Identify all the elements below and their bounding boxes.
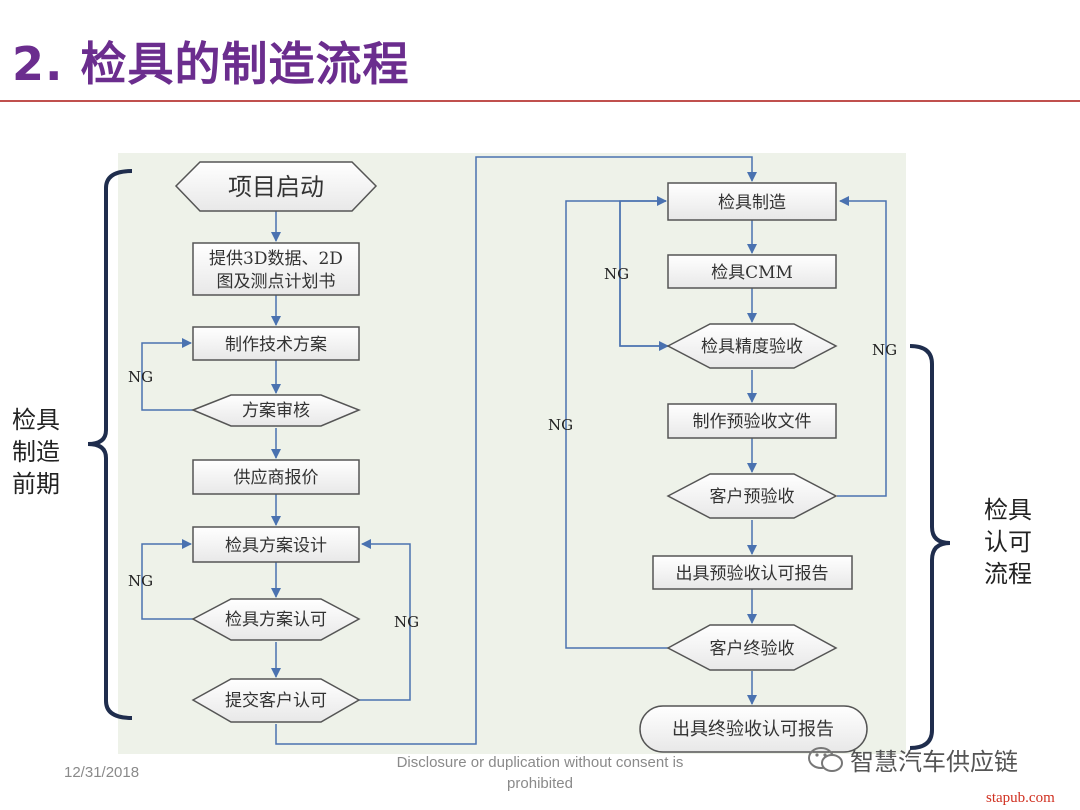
watermark-text: 智慧汽车供应链 <box>850 748 1018 776</box>
left-side-label-line-2: 制造 <box>12 438 60 466</box>
cmm-box <box>667 254 837 289</box>
final-report-label: 出具终验收认可报告 <box>672 719 834 740</box>
right-side-label-line-2: 认可 <box>984 528 1032 556</box>
left-side-label-line-3: 前期 <box>12 470 60 498</box>
right-side-label: 检具 认可 流程 <box>984 494 1044 590</box>
ng-label-customer-pre: NG <box>872 341 897 359</box>
customer-final-decision <box>666 624 838 671</box>
submit-customer-label: 提交客户认可 <box>225 691 327 711</box>
design-approval-decision <box>191 598 361 641</box>
supplier-quote-box <box>192 459 360 495</box>
customer-final-label: 客户终验收 <box>710 639 795 659</box>
title-divider <box>0 100 1080 102</box>
customer-pre-decision <box>666 473 838 519</box>
ng-label-accuracy: NG <box>604 265 629 283</box>
pre-doc-box <box>667 403 837 439</box>
cmm-label: 检具CMM <box>711 263 793 283</box>
right-side-label-line-3: 流程 <box>984 560 1032 588</box>
left-side-label: 检具 制造 前期 <box>12 404 72 500</box>
submit-customer-decision <box>191 678 361 723</box>
pre-report-label: 出具预验收认可报告 <box>676 564 829 584</box>
plan-review-decision <box>191 394 361 427</box>
pre-report-box <box>652 555 853 590</box>
supplier-quote-label: 供应商报价 <box>234 468 319 488</box>
ng-label-design-approval: NG <box>128 572 153 590</box>
wechat-icon <box>808 746 843 772</box>
plan-review-label: 方案审核 <box>242 401 310 421</box>
provide-data-box <box>192 242 360 296</box>
page-title: 2. 检具的制造流程 <box>12 37 410 91</box>
customer-pre-label: 客户预验收 <box>710 487 795 507</box>
right-bracket <box>909 344 951 750</box>
start-label: 项目启动 <box>228 173 324 201</box>
right-side-label-line-1: 检具 <box>984 496 1032 524</box>
accuracy-check-label: 检具精度验收 <box>701 337 803 357</box>
manufacture-label: 检具制造 <box>718 193 786 213</box>
provide-data-label-1: 提供3D数据、2D <box>209 249 343 269</box>
final-report-box <box>639 705 868 753</box>
tech-plan-label: 制作技术方案 <box>225 335 327 355</box>
site-stamp: stapub.com <box>986 790 1055 806</box>
start-node <box>174 161 378 212</box>
ng-label-submit-customer: NG <box>394 613 419 631</box>
footer-disclaimer: Disclosure or duplication without consen… <box>396 754 684 792</box>
accuracy-check-decision <box>666 323 838 369</box>
ng-label-customer-final: NG <box>548 416 573 434</box>
design-approval-label: 检具方案认可 <box>225 610 327 630</box>
provide-data-label-2: 图及测点计划书 <box>217 272 336 292</box>
left-bracket <box>87 169 133 720</box>
ng-label-plan-review: NG <box>128 368 153 386</box>
watermark: 智慧汽车供应链 <box>808 742 1018 777</box>
gauge-design-label: 检具方案设计 <box>225 536 327 556</box>
footer-date: 12/31/2018 <box>64 764 140 781</box>
gauge-design-box <box>192 526 360 563</box>
pre-doc-label: 制作预验收文件 <box>693 412 812 432</box>
left-side-label-line-1: 检具 <box>12 406 60 434</box>
manufacture-box <box>667 182 837 221</box>
tech-plan-box <box>192 326 360 361</box>
